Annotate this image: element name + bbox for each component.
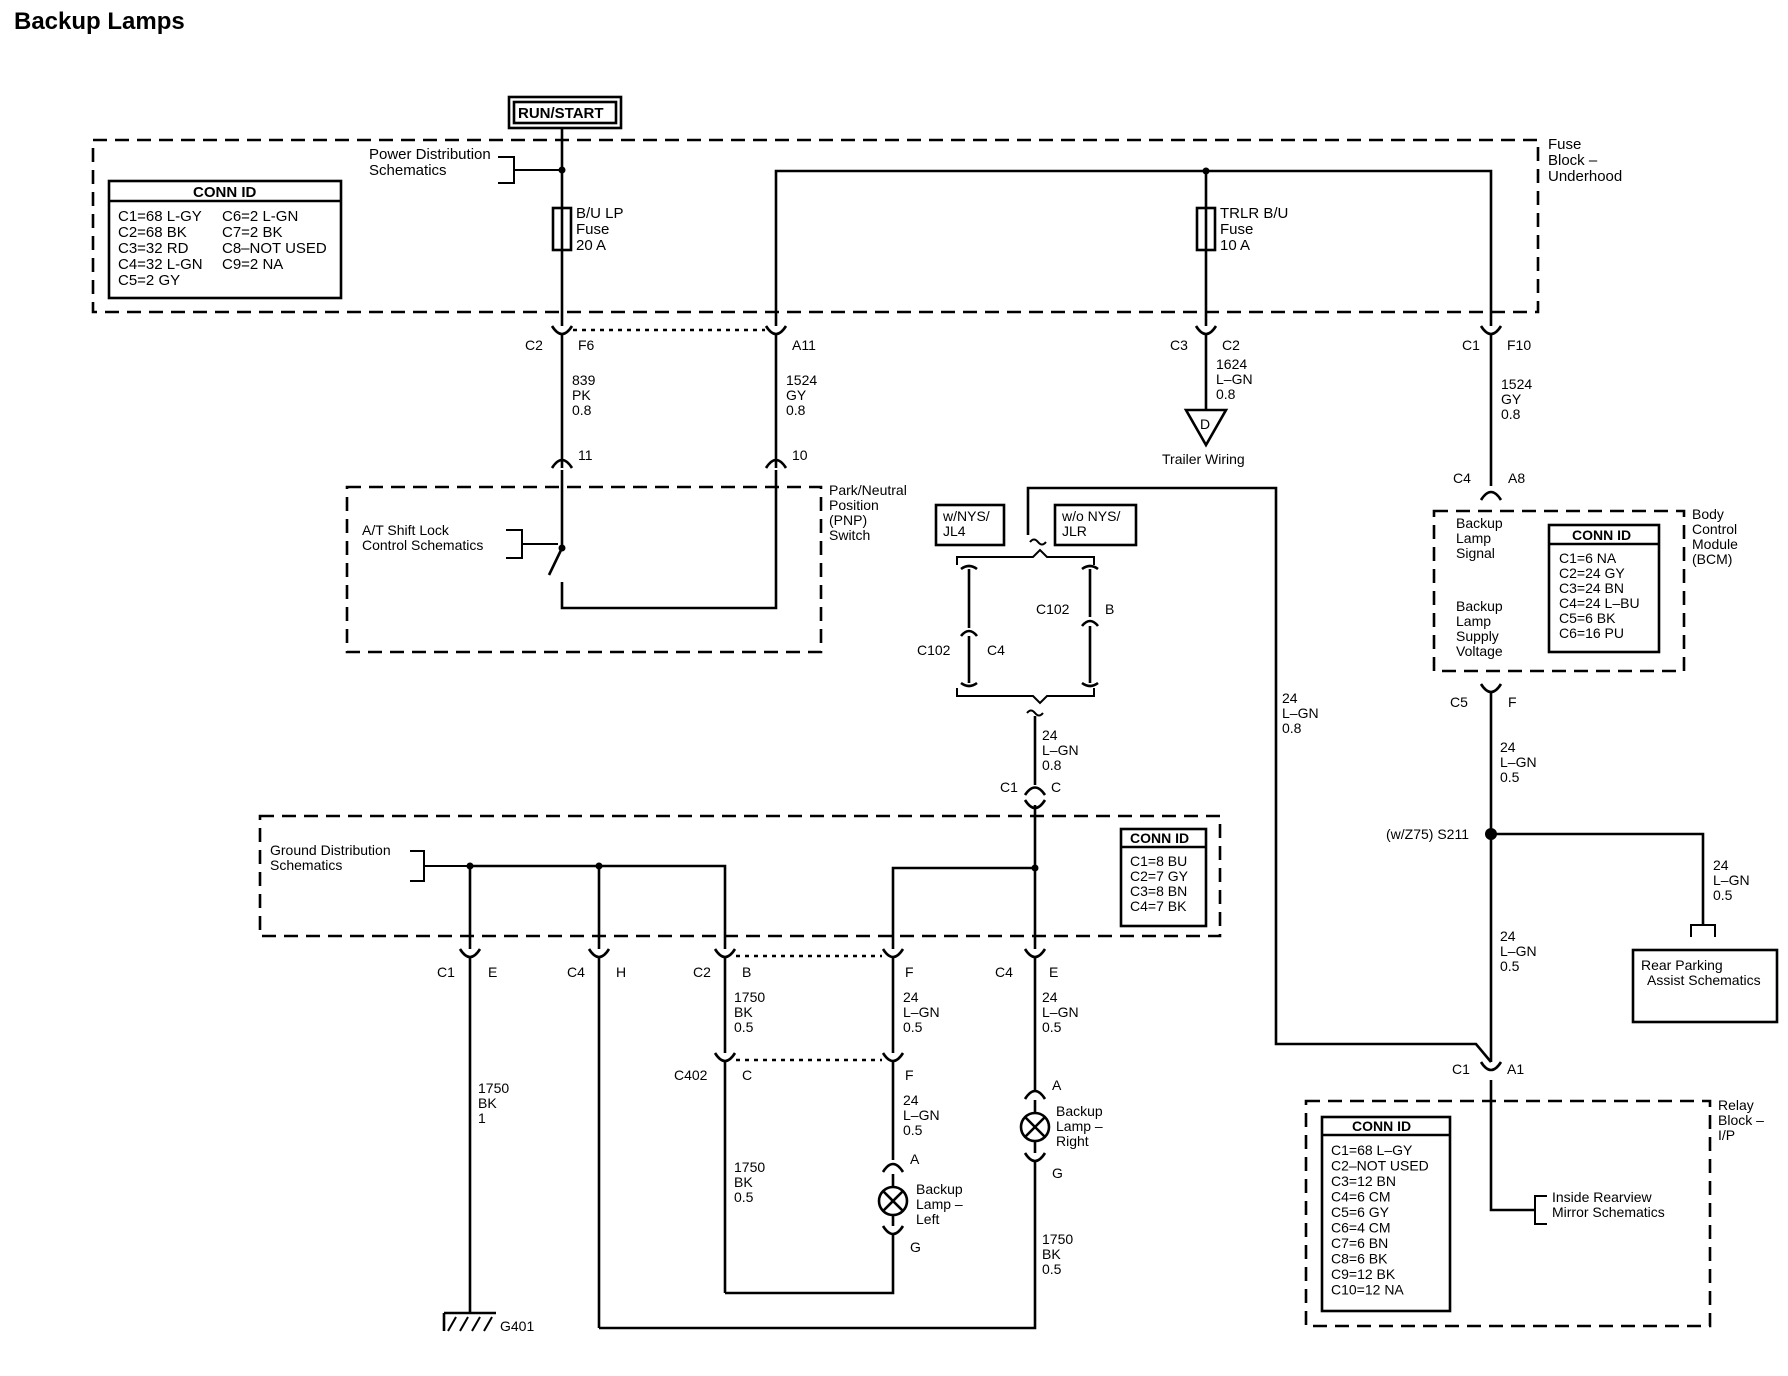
connector-gnd-f: F: [905, 964, 914, 980]
svg-text:w/NYS/JL4: w/NYS/JL4: [942, 508, 990, 539]
svg-text:G: G: [910, 1239, 921, 1255]
svg-text:D: D: [1200, 416, 1210, 432]
svg-text:CONN ID: CONN ID: [1130, 830, 1189, 846]
connector-a11: A11: [792, 337, 816, 353]
ground-g401: G401: [442, 1311, 534, 1334]
splice-s211-label: (w/Z75) S211: [1386, 826, 1469, 842]
run-start-power: RUN/START: [507, 95, 623, 130]
svg-text:A: A: [1052, 1077, 1062, 1093]
svg-text:CONN ID: CONN ID: [1352, 1118, 1411, 1134]
svg-text:w/o NYS/JLR: w/o NYS/JLR: [1061, 508, 1120, 539]
page-title: Backup Lamps: [14, 8, 185, 35]
svg-text:10: 10: [792, 447, 808, 463]
svg-text:11: 11: [578, 447, 593, 463]
trailer-wiring-connector: D Trailer Wiring: [1162, 408, 1245, 467]
svg-text:C5F: C5F: [1450, 694, 1517, 710]
svg-text:RUN/START: RUN/START: [518, 105, 604, 122]
svg-text:A: A: [910, 1151, 920, 1167]
svg-text:CONN ID: CONN ID: [1572, 527, 1631, 543]
svg-text:CONN ID: CONN ID: [193, 184, 257, 201]
connector-c402-f: F: [905, 1067, 914, 1083]
svg-text:Trailer Wiring: Trailer Wiring: [1162, 451, 1245, 467]
svg-text:G: G: [1052, 1165, 1063, 1181]
svg-text:G401: G401: [500, 1318, 534, 1334]
